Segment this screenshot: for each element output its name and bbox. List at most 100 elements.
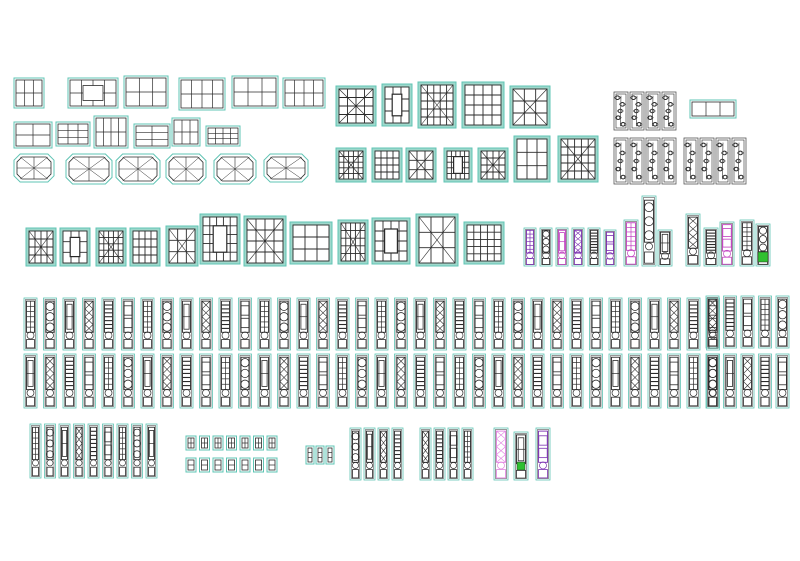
window-frame [205, 125, 241, 147]
door-elevation [723, 295, 737, 349]
door-elevation [447, 427, 460, 481]
door-elevation [121, 353, 135, 409]
cabinet-panel [212, 457, 224, 473]
colored-door-panel [493, 427, 509, 481]
door-elevation [363, 427, 376, 481]
door-elevation [530, 353, 545, 409]
door-elevation [296, 297, 311, 351]
door-elevation [296, 353, 311, 409]
colored-door-panel [535, 427, 551, 481]
door-elevation [160, 353, 174, 409]
colored-door-panel [587, 227, 601, 267]
door-elevation [433, 297, 447, 351]
carved-screen-panel [613, 91, 629, 131]
door-elevation [608, 353, 623, 409]
door-elevation [394, 353, 408, 409]
door-elevation [131, 423, 143, 479]
door-elevation [316, 353, 330, 409]
door-elevation [705, 353, 720, 409]
door-elevation [511, 353, 525, 409]
window-frame [133, 123, 171, 149]
colored-door-panel [719, 221, 735, 267]
door-elevation [43, 297, 57, 351]
door-elevation [102, 423, 114, 479]
carved-screen-panel [661, 91, 677, 131]
door-elevation [277, 297, 291, 351]
lattice-panel [415, 213, 459, 267]
cabinet-panel [266, 457, 278, 473]
octagon-window [213, 153, 257, 185]
door-elevation [238, 353, 252, 409]
window-frame [13, 121, 53, 149]
colored-door-panel [539, 227, 553, 267]
window-frame [13, 77, 45, 109]
door-elevation [433, 427, 446, 481]
colored-door-panel [739, 219, 755, 267]
door-elevation [550, 297, 564, 351]
door-elevation [62, 297, 77, 351]
lattice-panel [509, 85, 551, 129]
door-elevation [73, 423, 85, 479]
colored-door-panel [703, 227, 719, 267]
window-frame [178, 77, 226, 111]
door-elevation [461, 427, 474, 481]
colored-door-panel [603, 229, 617, 267]
carved-screen-panel [629, 91, 645, 131]
window-frame [123, 75, 169, 109]
door-elevation [349, 427, 362, 481]
door-elevation [277, 353, 291, 409]
lattice-panel [25, 227, 57, 267]
window-frame [282, 77, 326, 109]
lattice-panel [417, 81, 457, 129]
door-elevation [218, 297, 233, 351]
door-elevation [647, 353, 662, 409]
door-elevation [491, 297, 506, 351]
carved-screen-panel [683, 137, 699, 185]
door-elevation [121, 297, 135, 351]
door-elevation [758, 353, 772, 409]
carved-screen-panel [645, 137, 661, 185]
lattice-panel [335, 85, 377, 127]
door-elevation [145, 423, 158, 479]
cabinet-panel [266, 435, 278, 451]
cabinet-panel [239, 435, 251, 451]
door-elevation [667, 297, 681, 351]
door-elevation [374, 297, 389, 351]
door-elevation [628, 297, 642, 351]
lattice-panel [513, 135, 551, 183]
lattice-panel [199, 213, 241, 265]
door-elevation [101, 353, 116, 409]
octagon-window [13, 153, 55, 183]
cabinet-panel [239, 457, 251, 473]
window-frame [231, 75, 279, 109]
octagon-window [165, 153, 207, 185]
door-elevation [452, 297, 467, 351]
cabinet-panel [253, 435, 264, 451]
lattice-panel [405, 147, 437, 183]
green-accent-panel [757, 251, 769, 263]
door-elevation [589, 297, 603, 351]
door-elevation [58, 423, 71, 479]
door-elevation [199, 353, 213, 409]
door-elevation [433, 353, 447, 409]
door-elevation [355, 297, 369, 351]
green-accent-panel [516, 461, 526, 471]
door-elevation [316, 297, 330, 351]
lattice-panel [381, 83, 413, 127]
window-frame [93, 115, 129, 149]
colored-door-panel [641, 195, 657, 267]
lattice-panel [335, 147, 367, 183]
lattice-panel [243, 215, 287, 267]
door-elevation [62, 353, 77, 409]
carved-screen-panel [629, 137, 645, 185]
carved-screen-panel [699, 137, 715, 185]
door-elevation [335, 297, 350, 351]
colored-door-panel [555, 227, 569, 267]
door-elevation [82, 353, 96, 409]
door-elevation [511, 297, 525, 351]
door-elevation [569, 353, 584, 409]
lattice-panel [443, 147, 473, 183]
door-elevation [391, 427, 404, 481]
door-elevation [374, 353, 389, 409]
cabinet-panel [226, 435, 237, 451]
